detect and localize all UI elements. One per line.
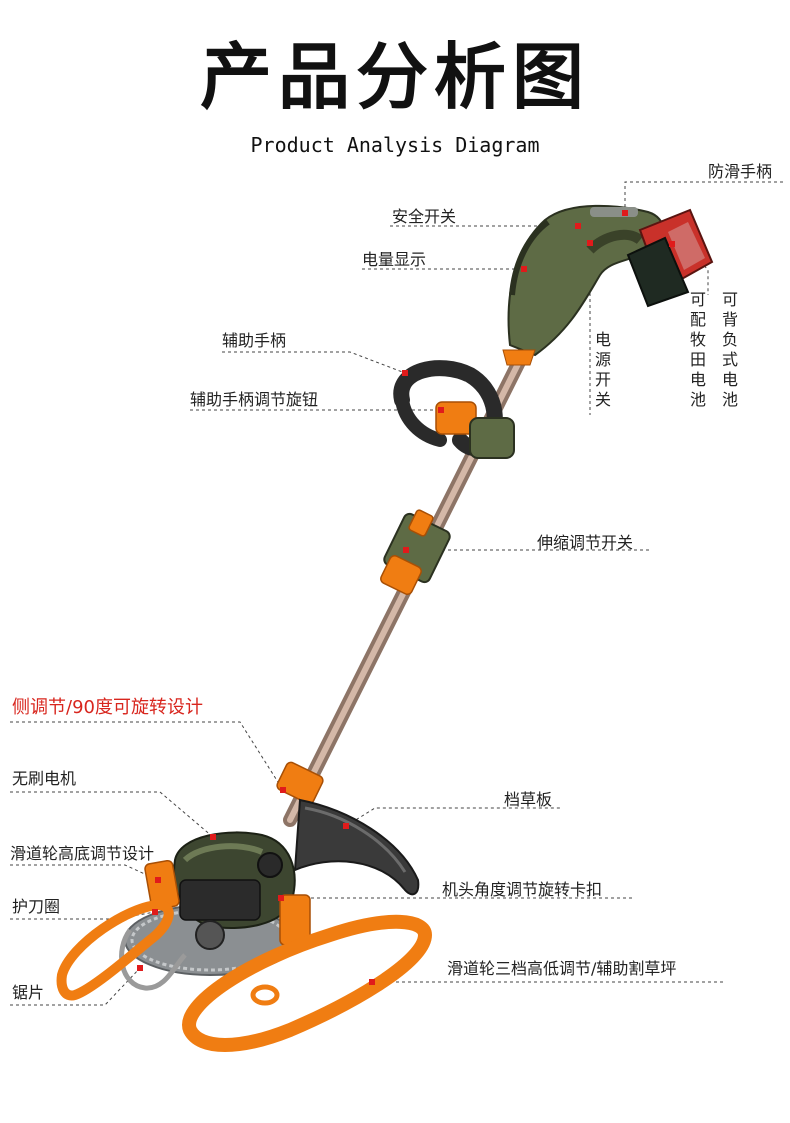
- grass-guard: [293, 798, 420, 896]
- marker-saw-blade: [137, 965, 143, 971]
- label-makita-battery: 可配牧田电池: [689, 290, 706, 409]
- label-slide-wheel-three: 滑道轮三档高低调节/辅助割草坪: [447, 959, 677, 978]
- marker-guard-ring: [152, 909, 158, 915]
- telescopic-clamp: [380, 509, 451, 595]
- label-power-switch: 电源开关: [594, 330, 611, 409]
- label-grass-guard: 档草板: [504, 790, 553, 809]
- label-power-display: 电量显示: [362, 250, 427, 269]
- side-adjust-collar: [276, 761, 324, 805]
- grip-strip: [590, 207, 638, 217]
- right-skid: [182, 914, 433, 1052]
- aux-handle: [393, 360, 515, 459]
- label-side-adjust: 侧调节/90度可旋转设计: [12, 697, 203, 718]
- label-brushless-motor: 无刷电机: [12, 769, 77, 788]
- label-anti-slip-handle: 防滑手柄: [708, 162, 773, 181]
- page-subtitle: Product Analysis Diagram: [250, 133, 540, 157]
- page-title: 产品分析图: [199, 35, 590, 119]
- motor-head: [173, 831, 296, 950]
- marker-telescopic: [403, 547, 409, 553]
- marker-side-adjust: [280, 787, 286, 793]
- marker-battery: [669, 241, 675, 247]
- marker-slide-wheel: [369, 979, 375, 985]
- marker-power-display: [521, 266, 527, 272]
- handle-collar: [502, 349, 536, 366]
- label-blade-guard-ring: 护刀圈: [12, 897, 61, 916]
- label-backpack-battery: 可背负式电池: [721, 290, 738, 409]
- marker-aux-knob: [438, 407, 444, 413]
- marker-power-switch: [587, 240, 593, 246]
- label-aux-handle: 辅助手柄: [222, 331, 287, 350]
- marker-grass-guard: [343, 823, 349, 829]
- label-saw-blade: 锯片: [12, 983, 45, 1002]
- label-telescopic-switch: 伸缩调节开关: [537, 533, 634, 552]
- marker-motor: [210, 834, 216, 840]
- marker-head-buckle: [278, 895, 284, 901]
- label-safety-switch: 安全开关: [392, 207, 457, 226]
- left-skid: [56, 899, 174, 1001]
- label-aux-handle-knob: 辅助手柄调节旋钮: [190, 390, 319, 409]
- marker-dots: [137, 210, 675, 985]
- battery: [626, 208, 714, 308]
- blade-guard-ring: [119, 928, 187, 991]
- marker-wheel-height: [155, 877, 161, 883]
- label-slide-wheel-height: 滑道轮高底调节设计: [10, 844, 155, 863]
- marker-anti-slip: [622, 210, 628, 216]
- label-head-angle-buckle: 机头角度调节旋转卡扣: [442, 880, 603, 899]
- marker-aux-handle: [402, 370, 408, 376]
- marker-safety-switch: [575, 223, 581, 229]
